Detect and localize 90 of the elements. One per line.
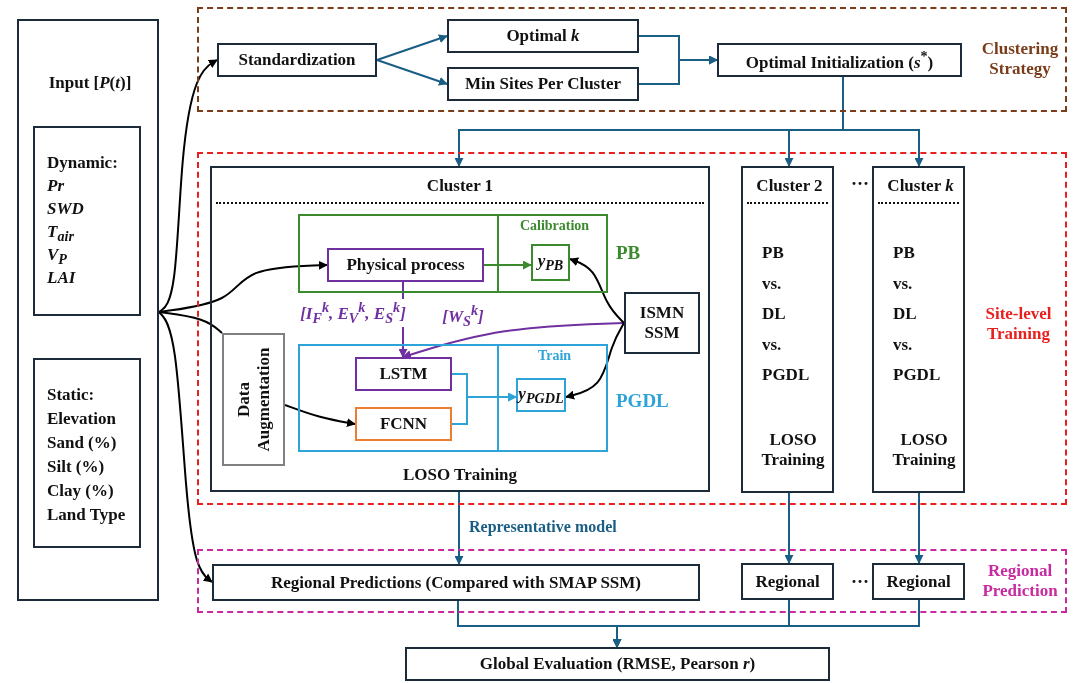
stage-frame xyxy=(197,549,1067,613)
cluster-panel xyxy=(741,166,834,493)
text-label: LSTM xyxy=(379,364,428,384)
text-label: DL xyxy=(893,304,917,324)
edge-label: [I$_{F}$$^{k}$, E$_{V}$$^{k}$, E$_{S}$$^{k}$] xyxy=(298,298,408,327)
arrow xyxy=(842,76,924,167)
text-label: T$_{air}$ xyxy=(47,222,74,245)
variable-list-box xyxy=(33,358,141,548)
heading-label: Cluster 2 xyxy=(755,176,824,196)
cluster-panel xyxy=(872,166,965,493)
text-label: Silt (%) xyxy=(47,457,105,477)
text-label: PGDL xyxy=(616,390,669,412)
text-label: vs. xyxy=(893,274,913,294)
text-label: Regional Prediction xyxy=(981,561,1059,601)
arrow xyxy=(483,260,532,270)
text-label: PGDL xyxy=(762,365,810,385)
text-label: y$_{PGDL}$ xyxy=(518,383,564,407)
model-box xyxy=(355,407,452,441)
text-label: Elevation xyxy=(47,409,116,429)
arrow xyxy=(914,492,924,564)
process-box xyxy=(741,563,834,600)
output-box xyxy=(531,244,570,281)
text-label: Sand (%) xyxy=(47,433,117,453)
text-label: LOSO Training xyxy=(760,430,826,470)
arrow xyxy=(638,55,718,85)
process-box xyxy=(212,564,700,601)
process-box xyxy=(447,19,639,53)
text-label: PB xyxy=(762,243,784,263)
arrow xyxy=(376,59,448,86)
arrow xyxy=(402,322,625,359)
text-label: Regional Predictions (Compared with SMAP SSM) xyxy=(270,572,642,593)
arrow xyxy=(376,34,448,61)
text-label: Calibration xyxy=(518,218,591,235)
stage-frame xyxy=(197,7,1067,112)
arrow xyxy=(451,392,517,425)
text-label: Pr xyxy=(47,176,64,196)
text-label: SWD xyxy=(47,199,84,219)
variable-list-box xyxy=(33,126,141,316)
text-label: Train xyxy=(536,348,573,365)
heading-label: Cluster k xyxy=(886,176,955,196)
text-label: Data Augmentation xyxy=(233,346,274,454)
text-label: PGDL xyxy=(893,365,941,385)
arrow xyxy=(158,59,218,313)
text-label: y$_{PB}$ xyxy=(537,251,564,274)
arrow xyxy=(569,257,625,324)
arrow xyxy=(784,492,794,564)
text-label: Optimal Initialization (s$^{*}$) xyxy=(745,47,934,73)
process-box xyxy=(217,43,377,77)
text-label: LAI xyxy=(47,268,76,288)
arrow xyxy=(565,322,625,400)
heading-label: Cluster 1 xyxy=(425,176,495,196)
text-label: Regional xyxy=(755,571,820,592)
data-source-box xyxy=(624,292,700,354)
process-box xyxy=(327,248,484,282)
text-label: ISMN SSM xyxy=(638,303,686,343)
text-label: LOSO Training xyxy=(891,430,957,470)
process-box xyxy=(405,647,830,681)
text-label: vs. xyxy=(762,335,782,355)
heading-label: Dynamic: xyxy=(47,153,118,173)
text-label: Global Evaluation (RMSE, Pearson r) xyxy=(479,654,756,674)
text-label: DL xyxy=(762,304,786,324)
text-label: PB xyxy=(616,242,641,264)
text-label: Clustering Strategy xyxy=(980,39,1060,79)
process-box xyxy=(222,333,285,466)
arrow xyxy=(454,491,464,565)
arrow xyxy=(158,311,213,583)
text-label: V$_{P}$ xyxy=(47,245,67,268)
arrow xyxy=(612,599,920,648)
arrow xyxy=(284,404,356,428)
text-label: PB xyxy=(893,243,915,263)
text-label: LOSO Training xyxy=(401,465,519,485)
text-label: Site-level Training xyxy=(984,304,1053,344)
input-panel xyxy=(17,19,159,601)
text-label: Clay (%) xyxy=(47,481,114,501)
edge-label: Representative model xyxy=(467,518,619,536)
heading-label: Static: xyxy=(47,385,95,405)
text-label: Min Sites Per Cluster xyxy=(465,74,621,94)
text-label: Input [P(t)] xyxy=(47,73,133,93)
process-box xyxy=(717,43,962,77)
text-label: FCNN xyxy=(379,414,428,434)
text-label: Physical process xyxy=(346,255,465,275)
process-box xyxy=(872,563,965,600)
text-label: vs. xyxy=(893,335,913,355)
text-label: Land Type xyxy=(47,505,126,525)
process-box xyxy=(447,67,639,101)
model-box xyxy=(355,357,452,391)
text-label: Optimal k xyxy=(506,26,580,46)
text-label: Standardization xyxy=(238,50,356,70)
text-label: vs. xyxy=(762,274,782,294)
text-label: Regional xyxy=(886,571,951,592)
